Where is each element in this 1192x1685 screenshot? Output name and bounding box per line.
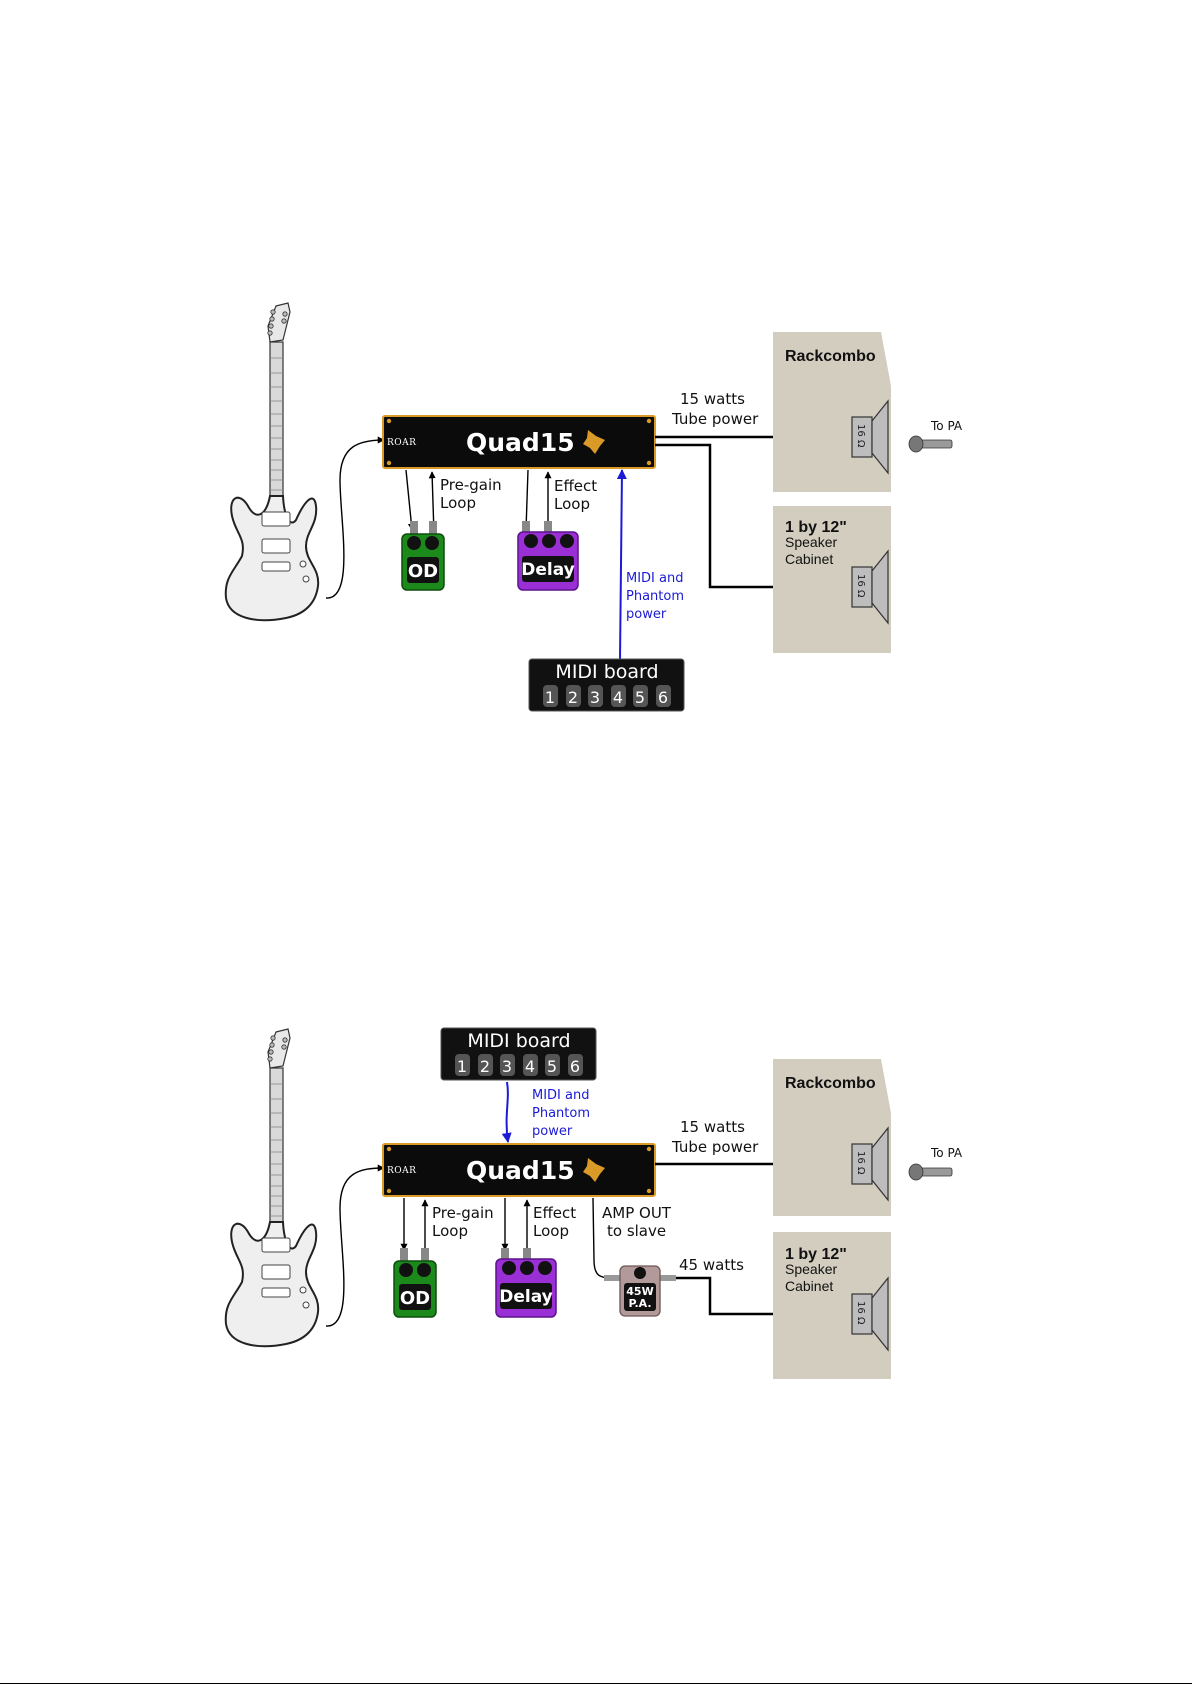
pregain-label-1: Pre-gain xyxy=(432,1204,494,1222)
to-pa-label: To PA xyxy=(930,1146,963,1160)
cabinet-impedance: 16 Ω xyxy=(855,574,866,598)
effect-send-wire xyxy=(522,469,530,531)
cabinet-sub-2: Cabinet xyxy=(785,1278,833,1294)
midi-label-2: Phantom xyxy=(626,589,684,604)
guitar-icon xyxy=(224,1028,320,1348)
midi-key-5: 5 xyxy=(547,1057,557,1076)
od-pedal-label: OD xyxy=(408,561,438,582)
diagram-bottom: ROAR Quad15 Pre-gain Loop Effect Loop AM… xyxy=(224,1027,963,1379)
amp-logo: ROAR xyxy=(387,1166,416,1176)
page-bottom-rule xyxy=(0,1683,1192,1684)
slave-amp-label-1: 45W xyxy=(626,1285,653,1298)
delay-pedal-label: Delay xyxy=(521,560,575,580)
cabinet-impedance: 16 Ω xyxy=(855,1301,866,1325)
midi-key-5: 5 xyxy=(635,688,645,707)
slave-amp-label-2: P.A. xyxy=(628,1297,651,1310)
ampout-label-2: to slave xyxy=(607,1222,666,1240)
midi-label-1: MIDI and xyxy=(626,571,683,586)
rackcombo-title: Rackcombo xyxy=(785,1075,876,1092)
power-label-1: 15 watts xyxy=(680,390,745,408)
power-label-1: 15 watts xyxy=(680,1118,745,1136)
slave-amp: 45W P.A. xyxy=(604,1265,676,1317)
pregain-label-2: Loop xyxy=(432,1222,468,1240)
amp-logo: ROAR xyxy=(387,438,416,448)
midi-label-3: power xyxy=(626,607,667,622)
microphone-icon xyxy=(908,434,953,453)
amp-name: Quad15 xyxy=(466,428,575,457)
effect-label-2: Loop xyxy=(554,495,590,513)
cabinet-title: 1 by 12" xyxy=(785,519,847,536)
delay-pedal-label: Delay xyxy=(499,1287,553,1307)
effect-label-2: Loop xyxy=(533,1222,569,1240)
od-pedal: OD xyxy=(401,521,445,591)
midi-key-3: 3 xyxy=(590,688,600,707)
speaker-cabinet: 1 by 12" Speaker Cabinet 16 Ω xyxy=(773,1232,891,1379)
power-label-2: Tube power xyxy=(671,1138,759,1156)
rackcombo-title: Rackcombo xyxy=(785,348,876,365)
od-pedal: OD xyxy=(393,1248,437,1318)
midi-keys: 1 2 3 4 5 6 xyxy=(543,685,671,707)
rackcombo-impedance: 16 Ω xyxy=(855,1151,866,1175)
amp-name: Quad15 xyxy=(466,1156,575,1185)
midi-key-6: 6 xyxy=(658,688,668,707)
speaker-cabinet: 1 by 12" Speaker Cabinet 16 Ω xyxy=(773,506,891,653)
midi-key-3: 3 xyxy=(502,1057,512,1076)
cabinet-sub-1: Speaker xyxy=(785,534,837,550)
cabinet-title: 1 by 12" xyxy=(785,1246,847,1263)
midi-label-3: power xyxy=(532,1124,573,1139)
rackcombo-cabinet: Rackcombo 16 Ω xyxy=(773,1059,891,1216)
midi-key-1: 1 xyxy=(457,1057,467,1076)
midi-key-1: 1 xyxy=(545,688,555,707)
guitar-cable xyxy=(325,436,385,599)
midi-board-title: MIDI board xyxy=(555,661,658,683)
effect-label-1: Effect xyxy=(554,477,597,495)
effect-label-1: Effect xyxy=(533,1204,576,1222)
midi-wire xyxy=(616,469,627,661)
guitar-cable xyxy=(325,1164,385,1327)
delay-pedal: Delay xyxy=(517,521,579,591)
pregain-label-1: Pre-gain xyxy=(440,476,502,494)
midi-key-4: 4 xyxy=(525,1057,535,1076)
midi-wire xyxy=(501,1081,512,1143)
guitar-icon xyxy=(224,302,320,622)
od-pedal-label: OD xyxy=(400,1288,430,1309)
midi-label-1: MIDI and xyxy=(532,1088,589,1103)
slave-power-label: 45 watts xyxy=(679,1256,744,1274)
delay-pedal: Delay xyxy=(495,1248,557,1318)
cabinet-sub-1: Speaker xyxy=(785,1261,837,1277)
midi-board-title: MIDI board xyxy=(467,1030,570,1052)
rackcombo-cabinet: Rackcombo 16 Ω xyxy=(773,332,891,492)
midi-key-2: 2 xyxy=(480,1057,490,1076)
cabinet-sub-2: Cabinet xyxy=(785,551,833,567)
microphone-icon xyxy=(908,1162,953,1181)
midi-key-4: 4 xyxy=(613,688,623,707)
midi-key-2: 2 xyxy=(568,688,578,707)
to-pa-label: To PA xyxy=(930,419,963,433)
midi-key-6: 6 xyxy=(570,1057,580,1076)
diagram-top: ROAR Quad15 Pre-gain Loop Effect Loop OD xyxy=(224,302,963,712)
pregain-label-2: Loop xyxy=(440,494,476,512)
power-label-2: Tube power xyxy=(671,410,759,428)
midi-label-2: Phantom xyxy=(532,1106,590,1121)
midi-keys: 1 2 3 4 5 6 xyxy=(455,1054,583,1076)
rackcombo-impedance: 16 Ω xyxy=(855,424,866,448)
ampout-label-1: AMP OUT xyxy=(602,1204,672,1222)
pregain-send-wire xyxy=(405,469,415,531)
